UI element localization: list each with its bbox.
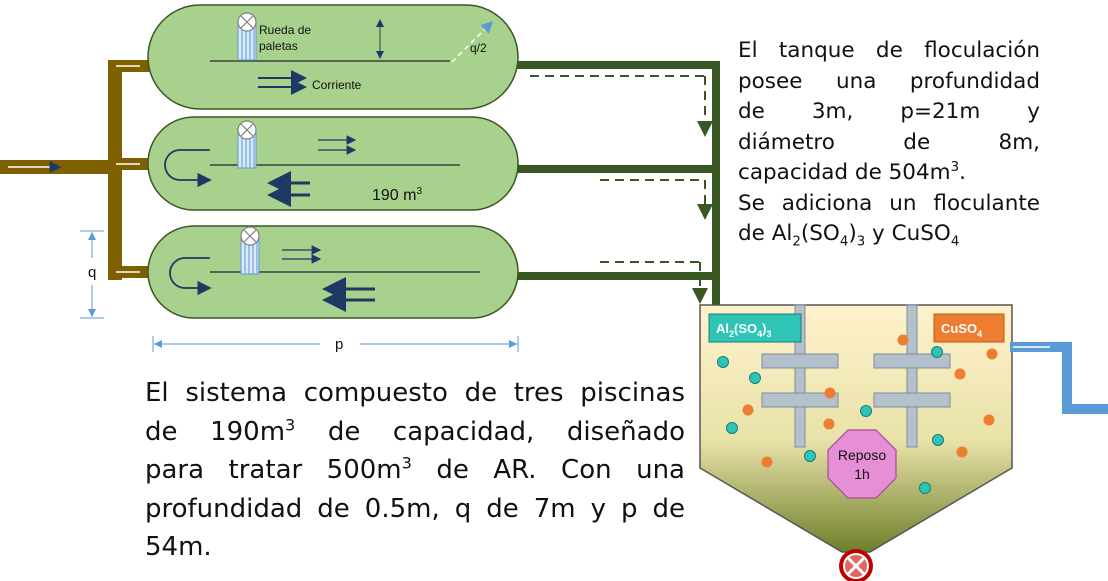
- pool-bottom: [147, 225, 519, 319]
- al-sulfate-badge: [708, 313, 802, 343]
- half-flow-label: q/2: [470, 41, 487, 55]
- dimension-q: [80, 230, 104, 319]
- pool-volume-label: 190 m3: [372, 186, 422, 204]
- rest-label-1: Reposo: [838, 447, 886, 463]
- no-drain-icon: [839, 549, 873, 581]
- dimension-q-label: q: [88, 264, 96, 281]
- paddle-wheel-icon: [240, 226, 260, 275]
- paddle-wheel-icon: [237, 120, 257, 169]
- pools-description-line: 54m.: [145, 532, 212, 562]
- tank-description-line: diámetro de 8m,: [738, 129, 1040, 155]
- paddle-wheel-label-2: paletas: [259, 39, 298, 53]
- pools-description-line: de 190m3 de capacidad, diseñado: [145, 414, 685, 447]
- paddle-wheel-label-1: Rueda de: [259, 23, 311, 37]
- pools-description-line: para tratar 500m3 de AR. Con una: [145, 453, 685, 485]
- tank-description-line: Se adiciona un floculante: [738, 190, 1040, 216]
- tank-description-line: de 3m, p=21m y: [738, 99, 1040, 124]
- dimension-p-label: p: [335, 336, 343, 353]
- tank-description-line: capacidad de 504m3.: [738, 159, 966, 185]
- copper-sulfate-badge: [933, 313, 1005, 343]
- pool-middle: [147, 116, 519, 211]
- inlet-pipe: [0, 60, 150, 280]
- tank-description-line: de Al2(SO4)3 y CuSO4: [738, 221, 960, 250]
- rest-label-2: 1h: [854, 466, 870, 482]
- al-sulfate-label: Al2(SO4)3: [716, 321, 772, 339]
- rest-octagon: [827, 429, 897, 499]
- pool-top: [147, 4, 519, 110]
- pools-description-line: profundidad de 0.5m, q de 7m y p de: [145, 493, 685, 524]
- tank-description-line: El tanque de floculación: [738, 38, 1040, 63]
- current-label: Corriente: [312, 78, 362, 92]
- paddle-wheel-icon: [237, 12, 257, 61]
- copper-sulfate-label: CuSO4: [941, 321, 982, 339]
- outlet-pipes: [515, 61, 720, 311]
- tank-description-line: posee una profundidad: [738, 68, 1040, 94]
- flocculation-tank: [699, 304, 1108, 581]
- pools-description-line: El sistema compuesto de tres piscinas: [145, 378, 685, 408]
- pools-description: El sistema compuesto de tres piscinas de…: [145, 374, 685, 567]
- tank-description: El tanque de floculación posee una profu…: [738, 36, 1040, 250]
- dimension-p: [152, 336, 519, 352]
